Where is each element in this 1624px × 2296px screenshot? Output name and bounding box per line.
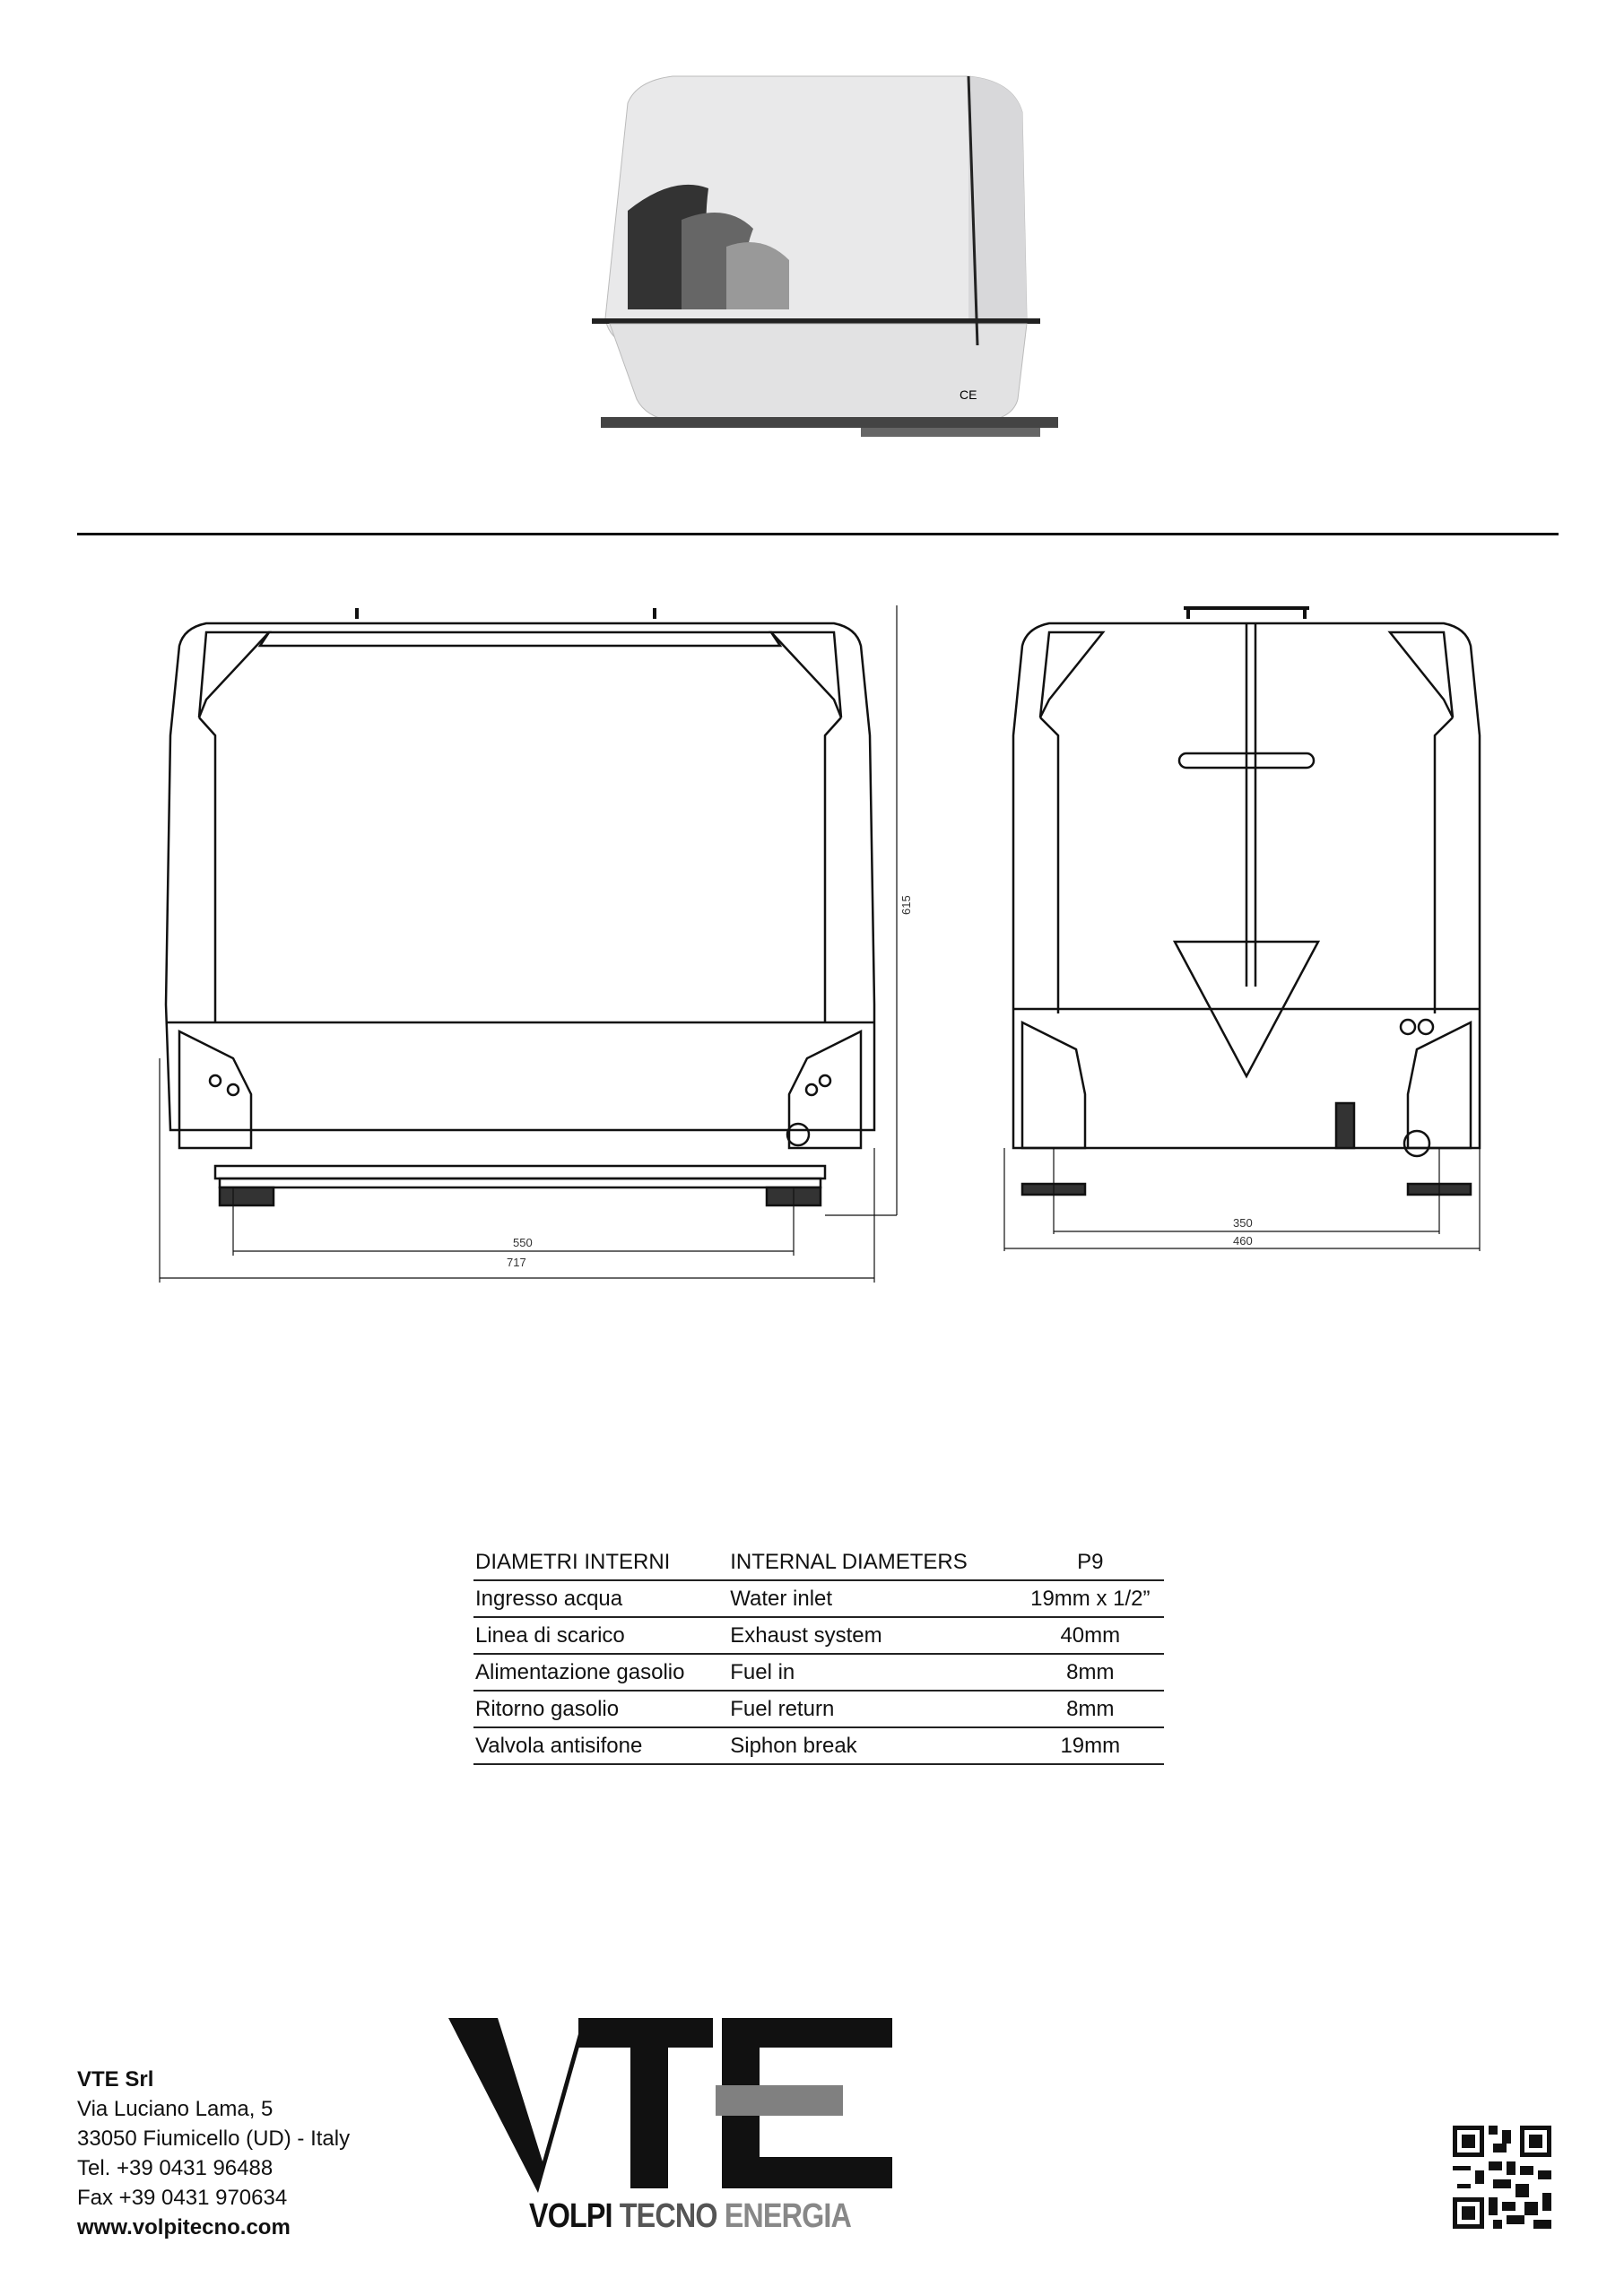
cell-it: Ritorno gasolio <box>473 1691 729 1728</box>
cell-value: 8mm <box>1016 1654 1164 1692</box>
product-image: CE <box>592 75 1058 437</box>
internal-diameters-table: DIAMETRI INTERNI INTERNAL DIAMETERS P9 I… <box>473 1544 1164 1765</box>
side-view-drawing: 350 460 <box>1003 606 1481 1251</box>
cell-it: Alimentazione gasolio <box>473 1654 729 1692</box>
dim-550: 550 <box>513 1236 533 1249</box>
city: 33050 Fiumicello (UD) - Italy <box>77 2126 351 2151</box>
dim-717: 717 <box>507 1256 526 1269</box>
cell-value: 8mm <box>1016 1691 1164 1728</box>
cell-en: Fuel return <box>728 1691 1017 1728</box>
website-link[interactable]: www.volpitecno.com <box>77 2215 291 2239</box>
cell-it: Ingresso acqua <box>473 1580 729 1618</box>
company-name: VTE Srl <box>77 2067 154 2092</box>
logo-tagline: VOLPI TECNO ENERGIA <box>529 2197 852 2236</box>
divider <box>77 533 1559 535</box>
cell-value: 19mm x 1/2” <box>1016 1580 1164 1618</box>
cell-en: Siphon break <box>728 1727 1017 1765</box>
company-address: VTE Srl Via Luciano Lama, 5 33050 Fiumic… <box>77 2065 350 2242</box>
dim-460: 460 <box>1233 1234 1253 1248</box>
dim-615: 615 <box>899 895 913 915</box>
cell-it: Valvola antisifone <box>473 1727 729 1765</box>
header-en: INTERNAL DIAMETERS <box>728 1544 1017 1581</box>
header-it: DIAMETRI INTERNI <box>473 1544 729 1581</box>
header-model: P9 <box>1016 1544 1164 1581</box>
street: Via Luciano Lama, 5 <box>77 2097 274 2121</box>
tagline-tecno: TECNO <box>619 2197 718 2235</box>
vte-logo <box>448 2018 892 2193</box>
tagline-energia: ENERGIA <box>724 2197 852 2235</box>
ce-mark: CE <box>960 387 977 402</box>
front-view-drawing: 550 717 615 <box>159 605 913 1283</box>
cell-value: 40mm <box>1016 1617 1164 1655</box>
cell-en: Fuel in <box>728 1654 1017 1692</box>
fax: Fax +39 0431 970634 <box>77 2186 288 2210</box>
phone: Tel. +39 0431 96488 <box>77 2156 274 2180</box>
qr-code[interactable] <box>1453 2126 1551 2229</box>
tagline-volpi: VOLPI <box>529 2197 613 2235</box>
cell-it: Linea di scarico <box>473 1617 729 1655</box>
table-header-row: DIAMETRI INTERNI INTERNAL DIAMETERS P9 <box>473 1544 1164 1581</box>
cell-value: 19mm <box>1016 1727 1164 1765</box>
dim-350: 350 <box>1233 1216 1253 1230</box>
cell-en: Exhaust system <box>728 1617 1017 1655</box>
cell-en: Water inlet <box>728 1580 1017 1618</box>
